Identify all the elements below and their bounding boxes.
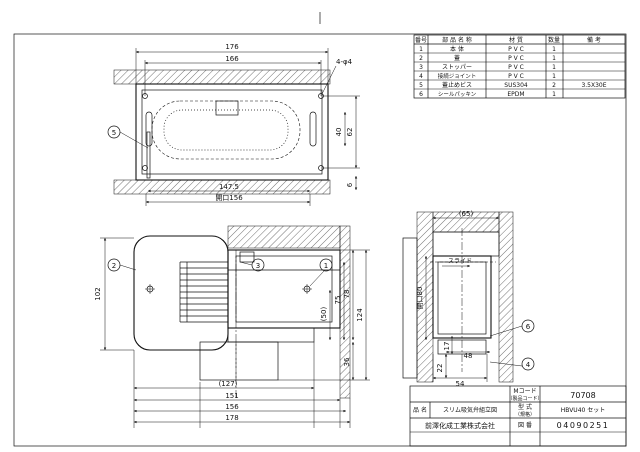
dim-124: 124: [356, 308, 364, 322]
row-no: 3: [419, 64, 423, 71]
row-name: 蓋止めビス: [442, 81, 472, 89]
name-label: 品 名: [413, 406, 427, 414]
row-material: EPDM: [507, 91, 524, 98]
callout-3: 3: [256, 262, 260, 270]
mcode-sub: （製品コード）: [507, 395, 542, 402]
row-qty: 2: [552, 82, 556, 89]
mcode-value: 70708: [570, 391, 595, 400]
row-note: 3.5X30E: [581, 82, 606, 89]
row-material: P V C: [508, 64, 524, 71]
slide-label: スライド: [448, 258, 472, 265]
dim-156: 156: [225, 403, 239, 411]
parts-table: 番号 部 品 名 称 材 質 数量 備 考 1 本 体 P V C 1 2 蓋 …: [413, 34, 626, 99]
row-no: 6: [419, 91, 423, 98]
dim-opening-80: 開口80: [416, 287, 424, 310]
dim-22: 22: [436, 364, 444, 373]
dim-40: 40: [335, 128, 343, 137]
dim-178: 178: [225, 414, 238, 422]
row-qty: 1: [552, 55, 556, 62]
dim-75: 75: [334, 296, 342, 305]
th-material: 材 質: [509, 36, 523, 44]
dim-48: 48: [464, 352, 473, 360]
callout-4: 4: [526, 361, 531, 369]
row-material: P V C: [508, 73, 524, 80]
dim-17: 17: [443, 342, 451, 351]
dim-50: (50): [320, 307, 328, 322]
model-sub: （規格）: [515, 411, 535, 418]
row-name: 接続ジョイント: [438, 72, 477, 80]
callout-1: 1: [324, 262, 328, 270]
dim-102: 102: [94, 287, 102, 300]
model-label: 型 式: [518, 403, 532, 411]
dim-54: 54: [456, 380, 465, 388]
dim-147-5: 147.5: [219, 183, 239, 191]
th-name: 部 品 名 称: [442, 36, 472, 44]
dim-4-holes: 4-φ4: [336, 58, 353, 66]
row-material: SUS304: [504, 82, 528, 89]
model-value: HBVU40 セット: [561, 407, 605, 414]
row-qty: 1: [552, 64, 556, 71]
row-no: 1: [419, 46, 423, 53]
callout-2: 2: [112, 262, 116, 270]
row-qty: 1: [552, 91, 556, 98]
side-view: (65) 開口80 スライド 17 48 22 54 6 4: [402, 210, 535, 388]
row-qty: 1: [552, 46, 556, 53]
row-name: ストッパー: [442, 64, 472, 71]
name-value: スリム吸気弁組立図: [443, 406, 497, 414]
dim-opening-156: 開口156: [215, 194, 243, 202]
dim-62: 62: [346, 128, 354, 137]
row-name: 本 体: [450, 45, 464, 53]
front-view: 102 (50) 75 78 124 36 (127) 151 156 178 …: [94, 225, 370, 428]
row-no: 4: [419, 73, 423, 80]
dim-151: 151: [225, 392, 238, 400]
company-name: 前澤化成工業株式会社: [425, 421, 495, 430]
louvre-fins: [179, 261, 228, 323]
th-qty: 数量: [548, 36, 560, 44]
top-view: 176 166 4-φ4 40 62 6 147.5 開口156 5: [107, 43, 360, 206]
dim-78: 78: [343, 290, 351, 299]
callout-6: 6: [526, 323, 531, 331]
dim-127: (127): [219, 380, 238, 388]
th-no: 番号: [415, 37, 427, 44]
dim-6: 6: [346, 182, 354, 187]
drawing-no: 04090251: [557, 421, 610, 430]
row-no: 5: [419, 82, 423, 89]
row-qty: 1: [552, 73, 556, 80]
dim-36: 36: [343, 357, 351, 366]
row-name: シールパッキン: [438, 91, 477, 98]
drawing-no-label: 図 番: [518, 422, 532, 429]
dim-166: 166: [225, 55, 239, 63]
callout-5: 5: [112, 129, 116, 137]
mcode-label: Mコード: [513, 388, 536, 395]
dim-65: (65): [459, 210, 474, 218]
drawing-border: [13, 33, 627, 447]
title-block: Mコード （製品コード） 70708 品 名 スリム吸気弁組立図 型 式 （規格…: [409, 385, 627, 447]
row-name: 蓋: [454, 54, 460, 62]
row-material: P V C: [508, 46, 524, 53]
dim-176: 176: [225, 43, 239, 51]
row-material: P V C: [508, 55, 524, 62]
row-no: 2: [419, 55, 423, 62]
th-note: 備 考: [587, 36, 601, 44]
